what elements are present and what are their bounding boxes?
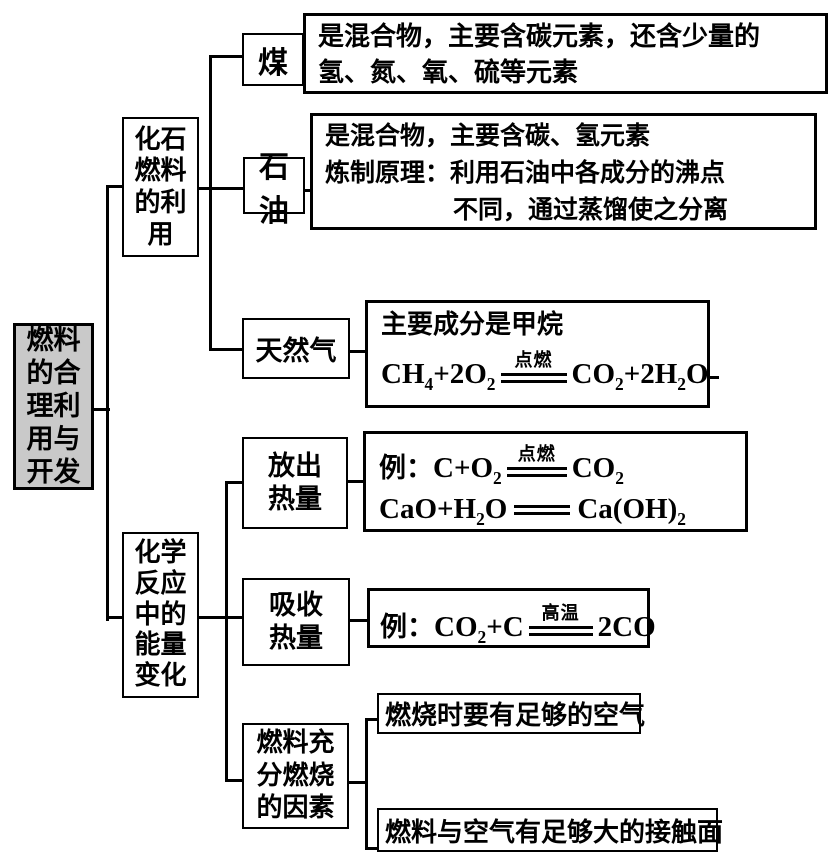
coal-desc-line2: 氢、氮、氧、硫等元素 [318,58,579,87]
root-node-label: 燃料的合理利用与开发 [26,325,81,487]
gas-desc-box: 主要成分是甲烷 CH4+2O2 点燃 CO2+2H2O [365,300,710,408]
gas-desc-right-tick-line [710,376,719,379]
exothermic-node: 放出热量 [242,437,348,529]
gas-node: 天然气 [242,318,350,379]
condition-label: 点燃 [514,350,553,371]
oil-desc-line1: 是混合物，主要含碳、氢元素 [325,123,651,150]
coal-node-label: 煤 [258,46,288,80]
gas-equation: CH4+2O2 点燃 CO2+2H2O [381,351,709,394]
factors-bracket-vertical-line [365,718,368,850]
exo-eq1-condition: 点燃 [506,444,567,478]
gas-connector-line [209,348,243,351]
factors-connector-line [225,779,243,782]
equals-double-line [500,373,567,384]
coal-desc-box: 是混合物，主要含碳元素，还含少量的 氢、氮、氧、硫等元素 [303,13,828,94]
equals-double-line [506,467,567,478]
example-prefix: 例： [379,453,433,483]
oil-node-label: 石油 [259,150,289,228]
endothermic-equation: 例：CO2+C 高温 2CO [380,603,656,647]
coal-desc-line1: 是混合物，主要含碳元素，还含少量的 [318,22,761,51]
fossil-children-trunk-line [209,55,212,351]
condition-label: 高温 [541,603,580,624]
factor-item-box-2: 燃料与空气有足够大的接触面 [377,808,723,852]
endothermic-desc-box: 例：CO2+C 高温 2CO [367,588,656,648]
gas-desc-connector-line [348,350,366,353]
branch-fossil-label: 化石燃料的利用 [134,124,187,249]
exothermic-desc-box: 例：C+O2 点燃 CO2 CaO+H2O Ca(OH)2 [363,431,748,532]
energy-branch-connector-line [106,616,123,619]
endo-eq-right: 2CO [597,611,656,643]
endo-eq-condition: 高温 [528,603,593,637]
factors-node-label: 燃料充分燃烧的因素 [256,727,335,823]
factor1-label: 燃烧时要有足够的空气 [385,701,646,730]
branch-fossil-node: 化石燃料的利用 [122,117,199,257]
oil-desc-connector-line [301,189,311,192]
example-prefix: 例： [380,612,434,642]
oil-desc-box: 是混合物，主要含碳、氢元素 炼制原理：利用石油中各成分的沸点 不同，通过蒸馏使之… [310,113,817,230]
coal-node: 煤 [242,33,304,86]
endothermic-node: 吸收热量 [242,578,350,666]
exothermic-equation-1: 例：C+O2 点燃 CO2 [379,444,745,488]
equals-double-line [528,626,593,637]
main-trunk-line [106,185,109,621]
energy-to-endo-connector-line [197,616,243,619]
exo-eq1-right: CO2 [571,452,624,488]
oil-node: 石油 [243,151,305,228]
fossil-to-oil-connector-line [197,187,244,190]
oil-desc-line2: 炼制原理：利用石油中各成分的沸点 [325,160,726,187]
gas-equation-condition: 点燃 [500,350,567,384]
branch-energy-label: 化学反应中的能量变化 [134,538,187,690]
factor1-connector-line [365,718,378,721]
equals-double-line [514,504,571,515]
oil-desc-line3: 不同，通过蒸馏使之分离 [453,197,729,224]
exo-eq1-left: C+O2 [433,452,502,488]
gas-equation-left: CH4+2O2 [381,358,496,394]
branch-energy-node: 化学反应中的能量变化 [122,532,199,698]
exo-eq2-left: CaO+H2O [379,493,508,530]
factor2-connector-line [365,847,378,850]
exothermic-connector-line [225,481,243,484]
root-connector-line [94,408,110,411]
gas-desc-line1: 主要成分是甲烷 [381,310,564,339]
energy-children-trunk-line [225,481,228,782]
fossil-branch-connector-line [106,185,123,188]
coal-connector-line [209,55,243,58]
gas-equation-right: CO2+2H2O [571,358,709,394]
factor2-label: 燃料与空气有足够大的接触面 [385,817,724,847]
root-node: 燃料的合理利用与开发 [13,323,94,490]
exo-eq2-right: Ca(OH)2 [577,493,686,530]
exothermic-node-label: 放出热量 [267,451,322,514]
factor-item-box-1: 燃烧时要有足够的空气 [377,693,645,734]
gas-node-label: 天然气 [255,336,337,366]
endothermic-desc-connector-line [349,619,368,622]
factors-node: 燃料充分燃烧的因素 [242,723,349,829]
endothermic-node-label: 吸收热量 [268,590,323,653]
condition-label: 点燃 [517,444,556,465]
exothermic-equation-2: CaO+H2O Ca(OH)2 [379,493,745,530]
factors-bracket-stem-line [347,781,368,784]
exothermic-desc-connector-line [346,480,364,483]
endo-eq-left: CO2+C [434,611,524,647]
